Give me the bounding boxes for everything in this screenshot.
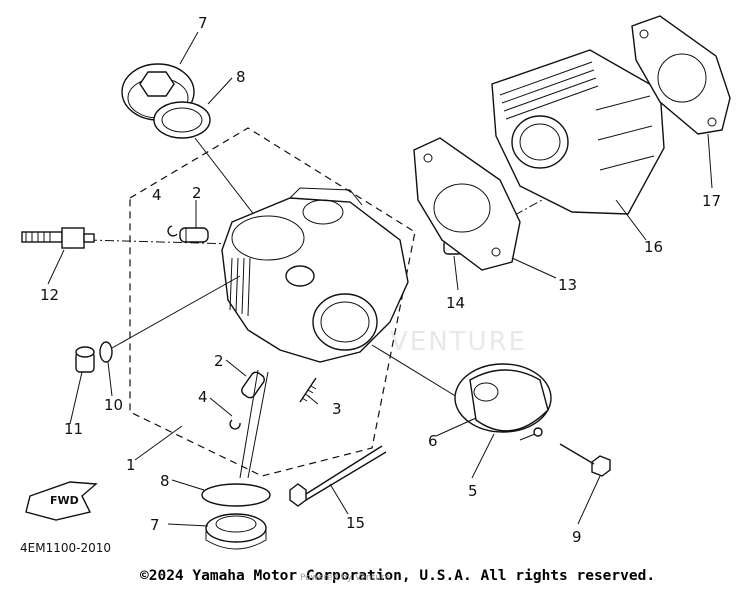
callout-11: 11 xyxy=(64,420,83,438)
copyright-text: ©2024 Yamaha Motor Corporation, U.S.A. A… xyxy=(140,568,656,584)
callout-6: 6 xyxy=(428,432,438,450)
gasket-washer[interactable] xyxy=(99,341,113,363)
callout-4-bottom: 4 xyxy=(198,388,208,406)
valve-guide-top[interactable] xyxy=(179,227,209,243)
watermark-text: VENTURE xyxy=(390,327,527,357)
cam-cover[interactable] xyxy=(454,363,552,441)
stud-bolt[interactable] xyxy=(299,377,317,403)
callout-10: 10 xyxy=(104,396,123,414)
callout-8-top: 8 xyxy=(236,68,246,86)
assembly-boundary xyxy=(129,127,416,477)
callout-2-bottom: 2 xyxy=(214,352,224,370)
long-bolt[interactable] xyxy=(289,445,387,507)
cylinder-head[interactable] xyxy=(221,187,409,363)
valve-guide-bottom[interactable] xyxy=(240,370,266,399)
leader-lines xyxy=(47,31,713,527)
small-bolt[interactable] xyxy=(559,443,611,477)
callout-5: 5 xyxy=(468,482,478,500)
callout-12: 12 xyxy=(40,286,59,304)
watermark-small: Powered by Venture xyxy=(300,573,390,583)
cylinder[interactable] xyxy=(491,49,665,215)
callout-4-top: 4 xyxy=(152,186,162,204)
spark-plug[interactable] xyxy=(21,227,95,249)
head-gasket[interactable] xyxy=(631,15,731,135)
o-ring-bottom[interactable] xyxy=(201,483,271,507)
callout-7-top: 7 xyxy=(198,14,208,32)
callout-2-top: 2 xyxy=(192,184,202,202)
callout-1: 1 xyxy=(126,456,136,474)
plug-bolt[interactable] xyxy=(75,346,95,373)
oil-filler-cap-bottom[interactable] xyxy=(205,513,267,550)
part-code: 4EM1100-2010 xyxy=(20,541,111,555)
callout-14: 14 xyxy=(446,294,465,312)
callout-17: 17 xyxy=(702,192,721,210)
callout-9: 9 xyxy=(572,528,582,546)
o-ring-top[interactable] xyxy=(153,101,211,139)
callout-15: 15 xyxy=(346,514,365,532)
clip-bottom[interactable] xyxy=(229,419,241,430)
fwd-label: FWD xyxy=(50,494,79,507)
callouts: 7 8 4 2 12 11 10 1 2 4 3 8 7 15 6 5 9 14… xyxy=(40,14,721,546)
callout-7-bottom: 7 xyxy=(150,516,160,534)
base-gasket[interactable] xyxy=(413,137,521,271)
clip-top[interactable] xyxy=(167,225,178,237)
callout-8-bottom: 8 xyxy=(160,472,170,490)
callout-3: 3 xyxy=(332,400,342,418)
fwd-arrow-icon: FWD xyxy=(25,481,98,521)
alignment-line-spark xyxy=(87,239,311,247)
callout-16: 16 xyxy=(644,238,663,256)
callout-13: 13 xyxy=(558,276,577,294)
